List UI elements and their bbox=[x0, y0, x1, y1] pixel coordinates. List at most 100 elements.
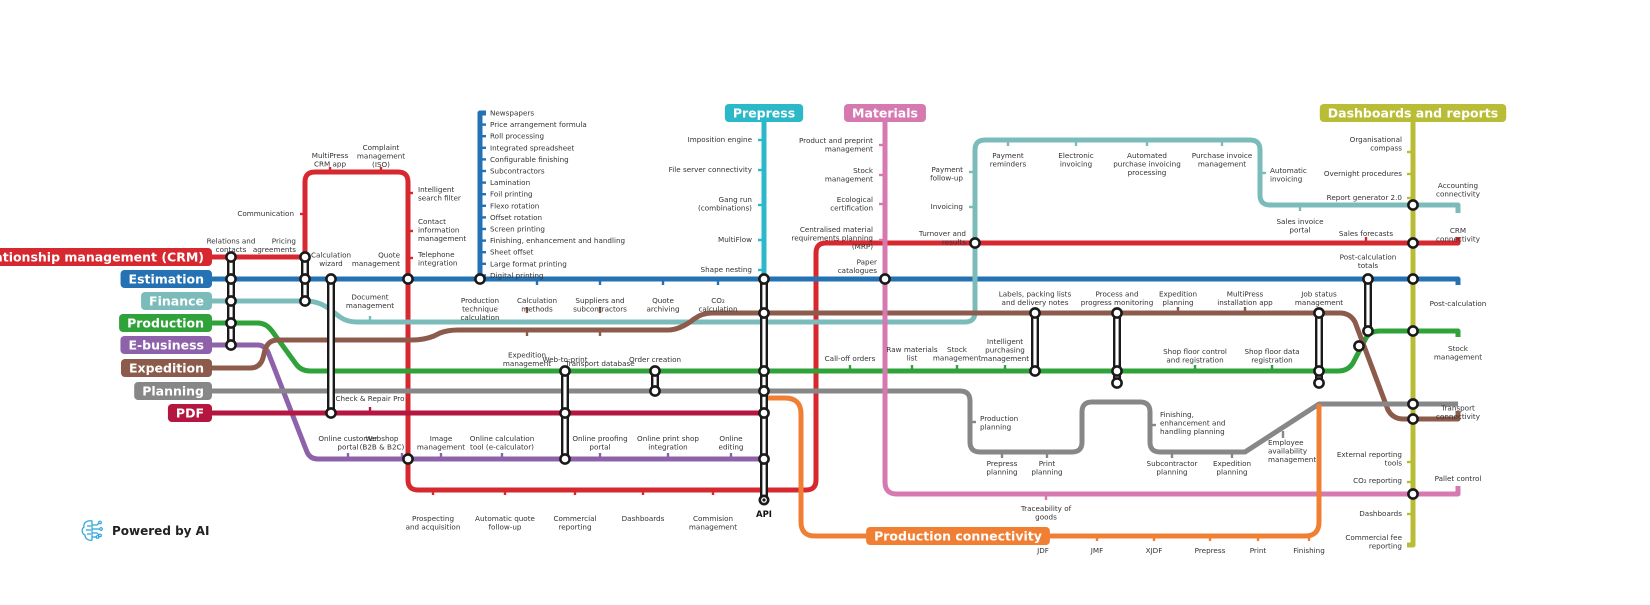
prepress-imposition-label[interactable]: Imposition engine bbox=[688, 135, 753, 144]
node-37-station[interactable] bbox=[1407, 199, 1419, 211]
prepress-file-server-label[interactable]: File server connectivity bbox=[669, 165, 753, 174]
dashboards-line-pill[interactable]: Dashboards and reports bbox=[1319, 104, 1507, 122]
production-connectivity-2-label[interactable]: XJDF bbox=[1146, 546, 1163, 555]
node-36-station[interactable] bbox=[1362, 325, 1374, 337]
node-18-station[interactable] bbox=[758, 273, 770, 285]
ebusiness-webshop-label[interactable]: Webshop(B2B & B2C) bbox=[360, 434, 405, 452]
node-40-station[interactable] bbox=[1407, 325, 1419, 337]
estimation-branch-13-label[interactable]: Large format printing bbox=[490, 259, 567, 268]
node-13-station[interactable] bbox=[559, 365, 571, 377]
prepress-shape-nesting-label[interactable]: Shape nesting bbox=[701, 265, 752, 274]
planning-line-pill[interactable]: Planning bbox=[134, 382, 212, 400]
crm-dashboards-label[interactable]: Dashboards bbox=[622, 514, 665, 523]
estimation-branch-0-label[interactable]: Newspapers bbox=[490, 109, 534, 118]
production-connectivity-4-label[interactable]: Print bbox=[1250, 546, 1267, 555]
prepress-multiflow-label[interactable]: MultiFlow bbox=[718, 235, 752, 244]
crm-sales-forecasts-label[interactable]: Sales forecasts bbox=[1339, 229, 1393, 238]
node-38-station[interactable] bbox=[1407, 237, 1419, 249]
node-27-station[interactable] bbox=[1029, 365, 1041, 377]
production-connectivity-0-label[interactable]: JDF bbox=[1036, 546, 1049, 555]
estimation-branch-4-label[interactable]: Configurable finishing bbox=[490, 155, 569, 164]
production-connectivity-3-label[interactable]: Prepress bbox=[1195, 546, 1226, 555]
node-32-station[interactable] bbox=[1313, 365, 1325, 377]
node-3-station[interactable] bbox=[225, 317, 237, 329]
node-16-station[interactable] bbox=[649, 365, 661, 377]
estimation-line-pill[interactable]: Estimation bbox=[120, 270, 212, 288]
production-connectivity-1-label[interactable]: JMF bbox=[1090, 546, 1103, 555]
node-26-station[interactable] bbox=[1029, 307, 1041, 319]
node-17-station[interactable] bbox=[649, 385, 661, 397]
materials-line-pill[interactable]: Materials bbox=[844, 104, 926, 122]
expedition-transport-db-label[interactable]: Transport database bbox=[564, 359, 635, 368]
ebusiness-line-pill[interactable]: E-business bbox=[120, 336, 212, 354]
estimation-branch-12-label[interactable]: Sheet offset bbox=[490, 248, 534, 257]
estimation-branch-7-label[interactable]: Foil printing bbox=[490, 190, 533, 199]
node-28-station[interactable] bbox=[1111, 307, 1123, 319]
node-14-station[interactable] bbox=[559, 407, 571, 419]
production-order-creation-label[interactable]: Order creation bbox=[629, 355, 681, 364]
prepress-gang-run-label[interactable]: Gang run(combinations) bbox=[698, 195, 752, 213]
node-42-station[interactable] bbox=[1407, 413, 1419, 425]
production-connectivity-5-label[interactable]: Finishing bbox=[1293, 546, 1325, 555]
node-10-station[interactable] bbox=[402, 273, 414, 285]
materials-pallet-control-label[interactable]: Pallet control bbox=[1435, 474, 1482, 483]
node-20-station[interactable] bbox=[758, 365, 770, 377]
node-41-station[interactable] bbox=[1407, 398, 1419, 410]
node-0-station[interactable] bbox=[225, 251, 237, 263]
estimation-branch-10-label[interactable]: Screen printing bbox=[490, 225, 545, 234]
node-31-station[interactable] bbox=[1313, 307, 1325, 319]
dashboards-co2-label[interactable]: CO₂ reporting bbox=[1353, 476, 1402, 485]
estimation-branch-5-label[interactable]: Subcontractors bbox=[490, 167, 545, 176]
node-43-station[interactable] bbox=[1407, 488, 1419, 500]
estimation-branch-11-label[interactable]: Finishing, enhancement and handling bbox=[490, 236, 625, 245]
node-15-station[interactable] bbox=[559, 453, 571, 465]
node-6-station[interactable] bbox=[299, 273, 311, 285]
node-2-station[interactable] bbox=[225, 295, 237, 307]
prepress-line-pill[interactable]: Prepress bbox=[724, 104, 804, 122]
node-11-station[interactable] bbox=[402, 453, 414, 465]
node-34-station[interactable] bbox=[1353, 340, 1365, 352]
node-1-station[interactable] bbox=[225, 273, 237, 285]
estimation-branch-6-label[interactable]: Lamination bbox=[490, 178, 530, 187]
finance-line-pill[interactable]: Finance bbox=[141, 292, 212, 310]
production-connectivity-line-pill[interactable]: Production connectivity bbox=[866, 527, 1050, 545]
node-39-station[interactable] bbox=[1407, 273, 1419, 285]
